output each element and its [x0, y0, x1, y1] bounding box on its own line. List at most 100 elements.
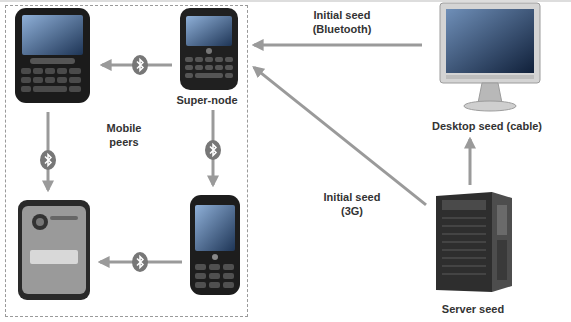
illustration-part	[22, 206, 86, 294]
illustration-part	[205, 140, 221, 160]
illustration-part	[492, 192, 512, 292]
illustration-part	[464, 101, 516, 111]
illustration-part	[205, 140, 221, 160]
illustration-part	[205, 65, 213, 70]
illustration-part	[137, 257, 143, 268]
illustration-part	[180, 8, 238, 90]
illustration-part	[215, 65, 223, 70]
illustration-part	[215, 57, 223, 62]
illustration-part	[223, 273, 234, 279]
illustration-part	[190, 195, 240, 295]
illustration-part	[132, 252, 148, 272]
illustration-part	[36, 218, 44, 226]
illustration-part	[442, 218, 486, 274]
illustration-part	[223, 264, 234, 270]
illustration-part	[21, 68, 81, 92]
illustration-part	[210, 145, 216, 156]
illustration-part	[33, 86, 67, 92]
illustration-part	[195, 65, 203, 70]
illustration-part	[209, 282, 220, 288]
illustration-part	[206, 48, 212, 54]
illustration-part	[195, 205, 235, 251]
illustration-part	[45, 77, 55, 83]
illustration-part	[15, 8, 90, 103]
illustration-part	[21, 86, 31, 92]
illustration-part	[69, 68, 81, 74]
illustration-part	[69, 86, 81, 92]
illustration-part	[225, 65, 233, 70]
illustration-part	[69, 77, 81, 83]
illustration-part	[195, 264, 206, 270]
phone-picture	[18, 200, 90, 300]
seed-arrow	[254, 43, 422, 46]
illustration-part	[209, 273, 220, 279]
seed-arrow	[254, 67, 426, 205]
illustration-part	[478, 83, 502, 103]
device-node: Desktop seed (cable)	[422, 2, 552, 135]
illustration-part	[223, 282, 234, 288]
phone-picture	[190, 195, 240, 295]
illustration-part	[185, 65, 193, 70]
server-picture	[436, 192, 512, 292]
node-label: Desktop seed (cable)	[432, 120, 542, 135]
phone-picture	[15, 8, 90, 103]
illustration-part	[195, 264, 234, 288]
illustration-part	[442, 234, 486, 235]
node-label: Server seed	[442, 303, 504, 318]
illustration-part	[497, 205, 507, 235]
illustration-part	[440, 3, 540, 83]
illustration-part	[22, 15, 83, 55]
seed-arrow	[468, 139, 471, 185]
illustration-part	[195, 282, 206, 288]
illustration-part	[442, 226, 486, 227]
group-label: Mobile peers	[91, 122, 157, 150]
illustration-part	[446, 9, 534, 73]
illustration-part	[137, 60, 143, 71]
edge-label: Initial seed (Bluetooth)	[295, 8, 389, 38]
illustration-part	[57, 68, 67, 74]
illustration-part	[497, 240, 507, 280]
illustration-part	[442, 266, 486, 267]
illustration-part	[186, 16, 232, 46]
illustration-part	[40, 150, 56, 170]
illustration-part	[442, 200, 486, 210]
illustration-part	[30, 250, 78, 264]
illustration-part	[21, 77, 31, 83]
illustration-part	[132, 55, 148, 75]
illustration-part	[132, 252, 148, 272]
peer-group: Mobile peers Super-node	[5, 5, 248, 317]
illustration-part	[40, 150, 56, 170]
frame-line	[0, 1, 571, 2]
illustration-part	[195, 57, 203, 62]
illustration-part	[225, 57, 233, 62]
illustration-part	[225, 73, 233, 78]
illustration-part	[30, 58, 75, 64]
illustration-part	[442, 242, 486, 243]
illustration-part	[442, 218, 486, 219]
illustration-part	[33, 68, 43, 74]
illustration-part	[185, 57, 193, 62]
illustration-part	[57, 77, 67, 83]
illustration-part	[21, 68, 31, 74]
illustration-part	[436, 192, 492, 292]
phone-picture	[180, 8, 238, 90]
illustration-part	[442, 250, 486, 251]
illustration-part	[442, 274, 486, 275]
illustration-part	[45, 68, 55, 74]
illustration-part	[446, 75, 534, 79]
illustration-part	[185, 73, 193, 78]
node-label: Super-node	[176, 94, 237, 109]
illustration-part	[212, 254, 218, 260]
illustration-part	[132, 55, 148, 75]
illustration-part	[185, 57, 233, 78]
illustration-part	[32, 214, 48, 230]
desktop-picture	[440, 3, 540, 111]
illustration-part	[50, 216, 78, 220]
illustration-part	[195, 73, 223, 78]
device-node: Super-node	[169, 6, 245, 109]
